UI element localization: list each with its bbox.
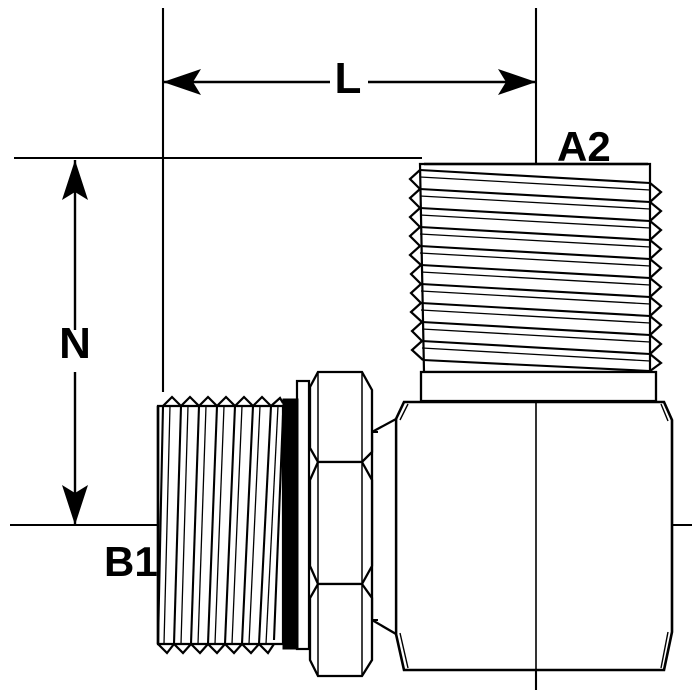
- dimension-N-arrowhead-top: [62, 160, 88, 200]
- washer-plate-body: [295, 379, 311, 651]
- callout-labels-group: B1 A2: [104, 123, 611, 585]
- callout-label-A2: A2: [557, 123, 611, 170]
- vertical-collar-body: [419, 370, 658, 403]
- hex-nut: [308, 370, 374, 678]
- vertical-thread-base-collar: [419, 370, 658, 403]
- horizontal-thread-bottom-crests: [157, 643, 275, 655]
- dimension-L-arrowhead-left: [163, 69, 201, 95]
- horizontal-male-straight-thread: [156, 395, 285, 655]
- dimension-L-label: L: [335, 54, 362, 103]
- vertical-thread-right-crests: [649, 182, 663, 372]
- shoulder-step-outline: [370, 417, 398, 637]
- dimension-N-arrowhead-bottom: [62, 485, 88, 525]
- horizontal-thread-top-crests: [162, 395, 284, 407]
- elbow-main-body: [394, 400, 674, 690]
- vertical-male-pipe-thread: [408, 162, 663, 374]
- o-ring-seal: [282, 398, 299, 650]
- dimension-N-label: N: [59, 319, 91, 368]
- dimension-L-group: L: [163, 54, 536, 103]
- elbow-body-outline: [394, 400, 674, 672]
- callout-label-B1: B1: [104, 538, 158, 585]
- vertical-thread-helix-lines: [419, 168, 651, 373]
- o-ring-body: [282, 398, 299, 650]
- horizontal-thread-root-lines: [163, 405, 279, 645]
- vertical-thread-root-lines: [419, 176, 651, 362]
- elbow-body-corner-chamfers: [399, 403, 669, 669]
- dimension-L-arrowhead-right: [498, 69, 536, 95]
- horizontal-thread-helix-lines: [156, 405, 285, 645]
- dimension-N-group: N: [59, 160, 91, 525]
- washer-plate: [295, 379, 311, 651]
- vertical-thread-left-crests: [408, 169, 424, 361]
